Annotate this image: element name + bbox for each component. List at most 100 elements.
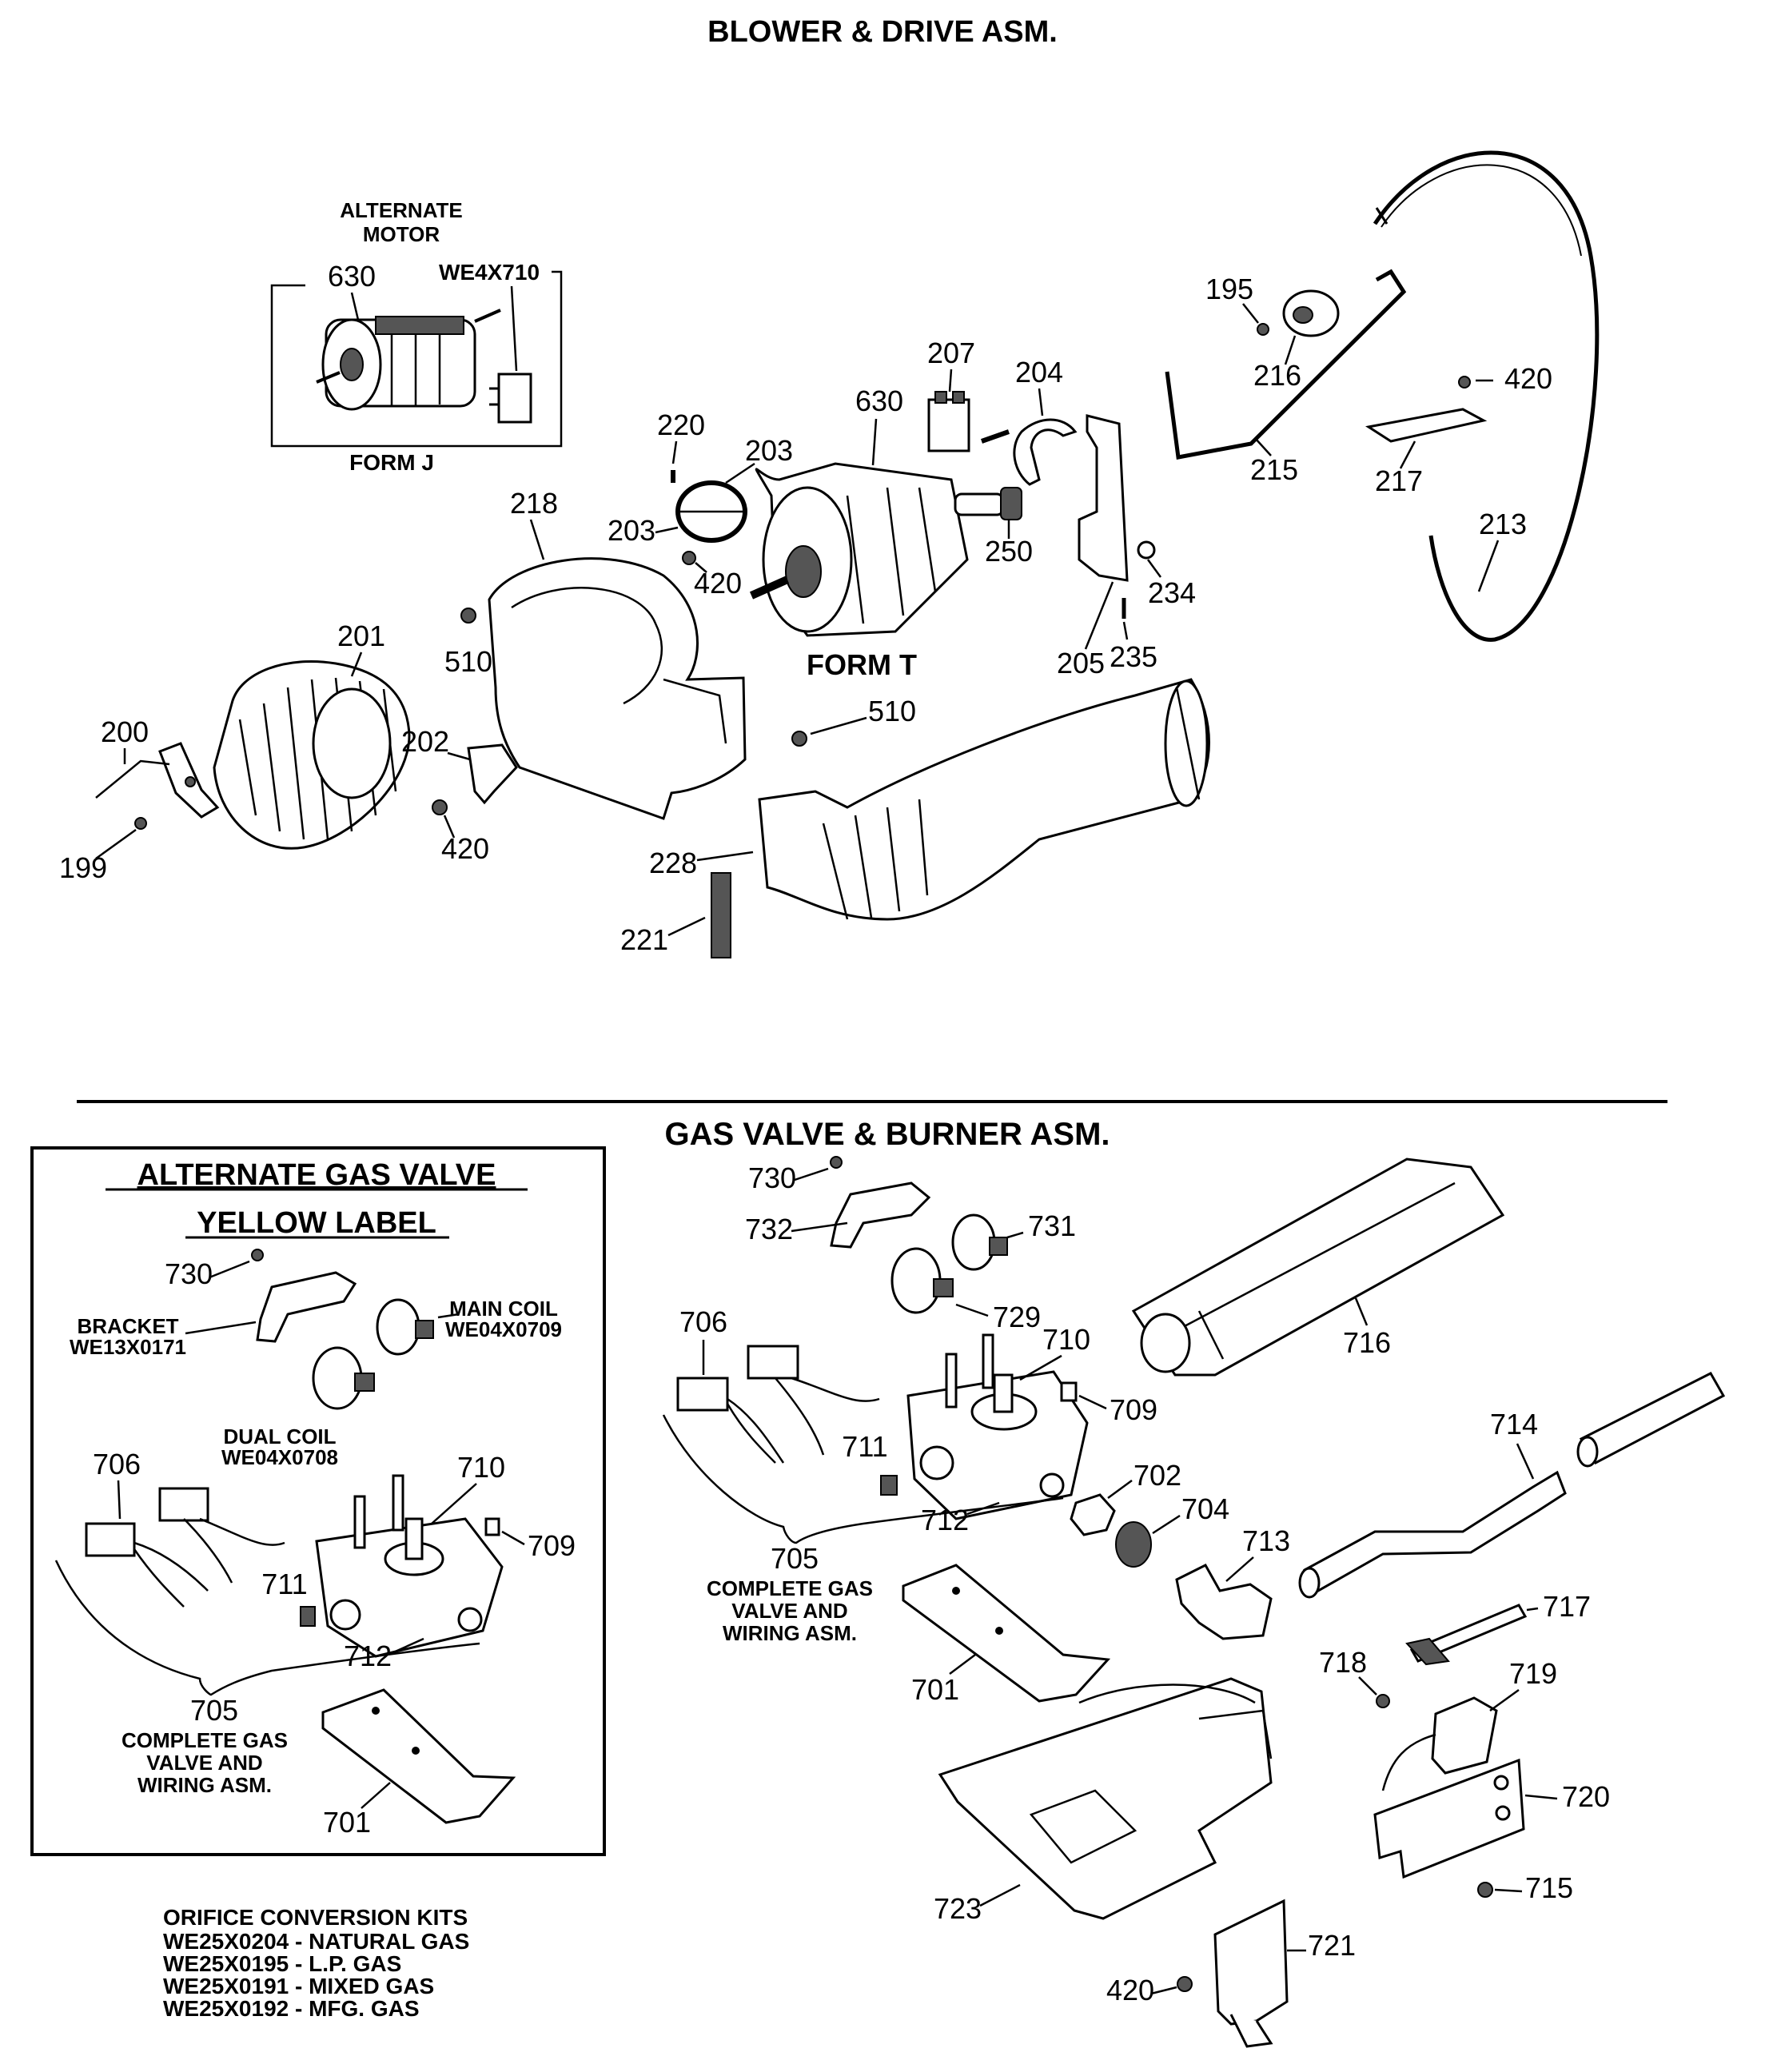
callout-195: 195: [1205, 273, 1253, 305]
callout-215: 215: [1250, 453, 1298, 486]
complete-label-2-alt: VALVE AND: [146, 1751, 262, 1775]
alternate-motor-group: ALTERNATE MOTOR 630 WE4X710 FORM J: [270, 198, 563, 475]
callout-720: 720: [1562, 1780, 1610, 1813]
gas-section-title: GAS VALVE & BURNER ASM.: [664, 1117, 1110, 1152]
idler-bracket: [1365, 408, 1488, 443]
form-t-label: FORM T: [807, 648, 917, 681]
bracket-label: BRACKET: [77, 1314, 178, 1338]
orifice-kit-2: WE25X0195 - L.P. GAS: [163, 1951, 401, 1976]
blower-section-title: BLOWER & DRIVE ASM.: [707, 15, 1058, 49]
alternate-gas-valve-box: ALTERNATE GAS VALVE YELLOW LABEL 730 BRA…: [30, 1146, 606, 1856]
callout-630: 630: [855, 385, 903, 417]
callout-420-c: 420: [441, 832, 489, 865]
callout-228: 228: [649, 847, 697, 879]
callout-717: 717: [1543, 1590, 1591, 1623]
callout-202: 202: [401, 725, 449, 758]
callout-712: 712: [921, 1504, 969, 1536]
orifice-title: ORIFICE CONVERSION KITS: [163, 1905, 468, 1930]
complete-assembly-brace-alt: [54, 1560, 480, 1696]
drum-belt-group: 213: [1373, 150, 1600, 642]
callout-709-alt: 709: [528, 1529, 576, 1562]
igniter-screw: [1409, 1604, 1528, 1663]
callout-730: 730: [748, 1162, 796, 1194]
nut-195: [1257, 323, 1269, 336]
callout-704: 704: [1181, 1492, 1229, 1525]
orifice-kits: ORIFICE CONVERSION KITS WE25X0204 - NATU…: [163, 1905, 469, 2021]
blower-housing-group: 218 510: [444, 487, 747, 820]
wire-connector-a-alt: [85, 1522, 136, 1557]
callout-204: 204: [1015, 356, 1063, 388]
callout-201: 201: [337, 620, 385, 652]
motor-clamp: [1013, 418, 1078, 486]
screw-510-a: [460, 608, 476, 624]
dual-coil-label: DUAL COIL: [223, 1424, 336, 1448]
motor-part-number: WE4X710: [439, 260, 540, 285]
fitting-702: [1070, 1493, 1116, 1536]
sensor-bracket: [1373, 1758, 1525, 1879]
drive-motor-group: 630 FORM T 250: [749, 385, 1033, 681]
main-coil: [951, 1213, 996, 1271]
blower-housing: [488, 557, 747, 820]
burner-base: [938, 1677, 1273, 1920]
screw-420: [1177, 1976, 1193, 1992]
motor-strap-group: 220 203 203 420: [608, 408, 793, 600]
wire-connector-b-alt: [158, 1487, 209, 1522]
callout-705-alt: 705: [190, 1694, 238, 1727]
callout-205: 205: [1057, 647, 1105, 679]
valve-bracket: [830, 1181, 931, 1249]
callout-718: 718: [1319, 1646, 1367, 1679]
orifice-kit-3: WE25X0191 - MIXED GAS: [163, 1974, 434, 1998]
callout-217: 217: [1375, 464, 1423, 497]
callout-221: 221: [620, 923, 668, 956]
callout-701-alt: 701: [323, 1806, 371, 1839]
motor-switch-icon: [489, 285, 532, 424]
callout-715: 715: [1525, 1871, 1573, 1904]
callout-510-b: 510: [868, 695, 916, 727]
duct-seal: [711, 872, 731, 958]
alternate-motor-icon: [316, 309, 501, 411]
complete-assembly-brace: [662, 1414, 1064, 1544]
callout-218: 218: [510, 487, 558, 520]
yellow-label-title: YELLOW LABEL: [197, 1206, 436, 1240]
gas-burner-group: 730 732 731 729 716 706 710: [662, 1156, 1726, 2048]
valve-plate: [902, 1564, 1111, 1703]
callout-716: 716: [1343, 1326, 1391, 1359]
callout-234: 234: [1148, 576, 1196, 609]
housing-bracket-202-group: 202 420: [401, 725, 518, 865]
callout-702: 702: [1134, 1459, 1181, 1492]
fitting-711-alt: [300, 1606, 316, 1627]
flame-sensor: [1431, 1696, 1498, 1775]
main-coil-alt: [376, 1298, 420, 1356]
callout-729: 729: [993, 1301, 1041, 1333]
burner-tube-ext: [1579, 1372, 1726, 1464]
motor-switch-207-group: 207: [927, 337, 1010, 452]
idler-arm-group: 215 216 195 217 420: [1165, 269, 1552, 497]
nut-234: [1137, 540, 1156, 560]
screw-510-b: [791, 731, 807, 747]
callout-213: 213: [1479, 508, 1527, 540]
callout-723: 723: [934, 1892, 982, 1925]
gas-valve-alt: [315, 1517, 504, 1658]
callout-714: 714: [1490, 1408, 1538, 1440]
callout-207: 207: [927, 337, 975, 369]
callout-420: 420: [1106, 1974, 1154, 2006]
callout-203-b: 203: [608, 514, 655, 547]
exhaust-duct: [758, 678, 1210, 921]
orifice-kit-1: WE25X0204 - NATURAL GAS: [163, 1929, 469, 1954]
wire-connector-a: [676, 1377, 729, 1412]
callout-706-alt: 706: [93, 1448, 141, 1480]
callout-713: 713: [1242, 1524, 1290, 1557]
callout-250: 250: [985, 535, 1033, 568]
callout-235: 235: [1110, 640, 1157, 673]
callout-216: 216: [1253, 359, 1301, 392]
alternate-valve-title: ALTERNATE GAS VALVE: [137, 1158, 496, 1192]
alternate-motor-frame: [270, 270, 563, 448]
callout-719: 719: [1509, 1657, 1557, 1690]
motor-switch: [927, 398, 970, 452]
callout-701: 701: [911, 1673, 959, 1706]
callout-731: 731: [1028, 1209, 1076, 1242]
callout-220: 220: [657, 408, 705, 441]
valve-bracket-alt: [256, 1271, 357, 1343]
main-coil-part: WE04X0709: [445, 1317, 562, 1341]
